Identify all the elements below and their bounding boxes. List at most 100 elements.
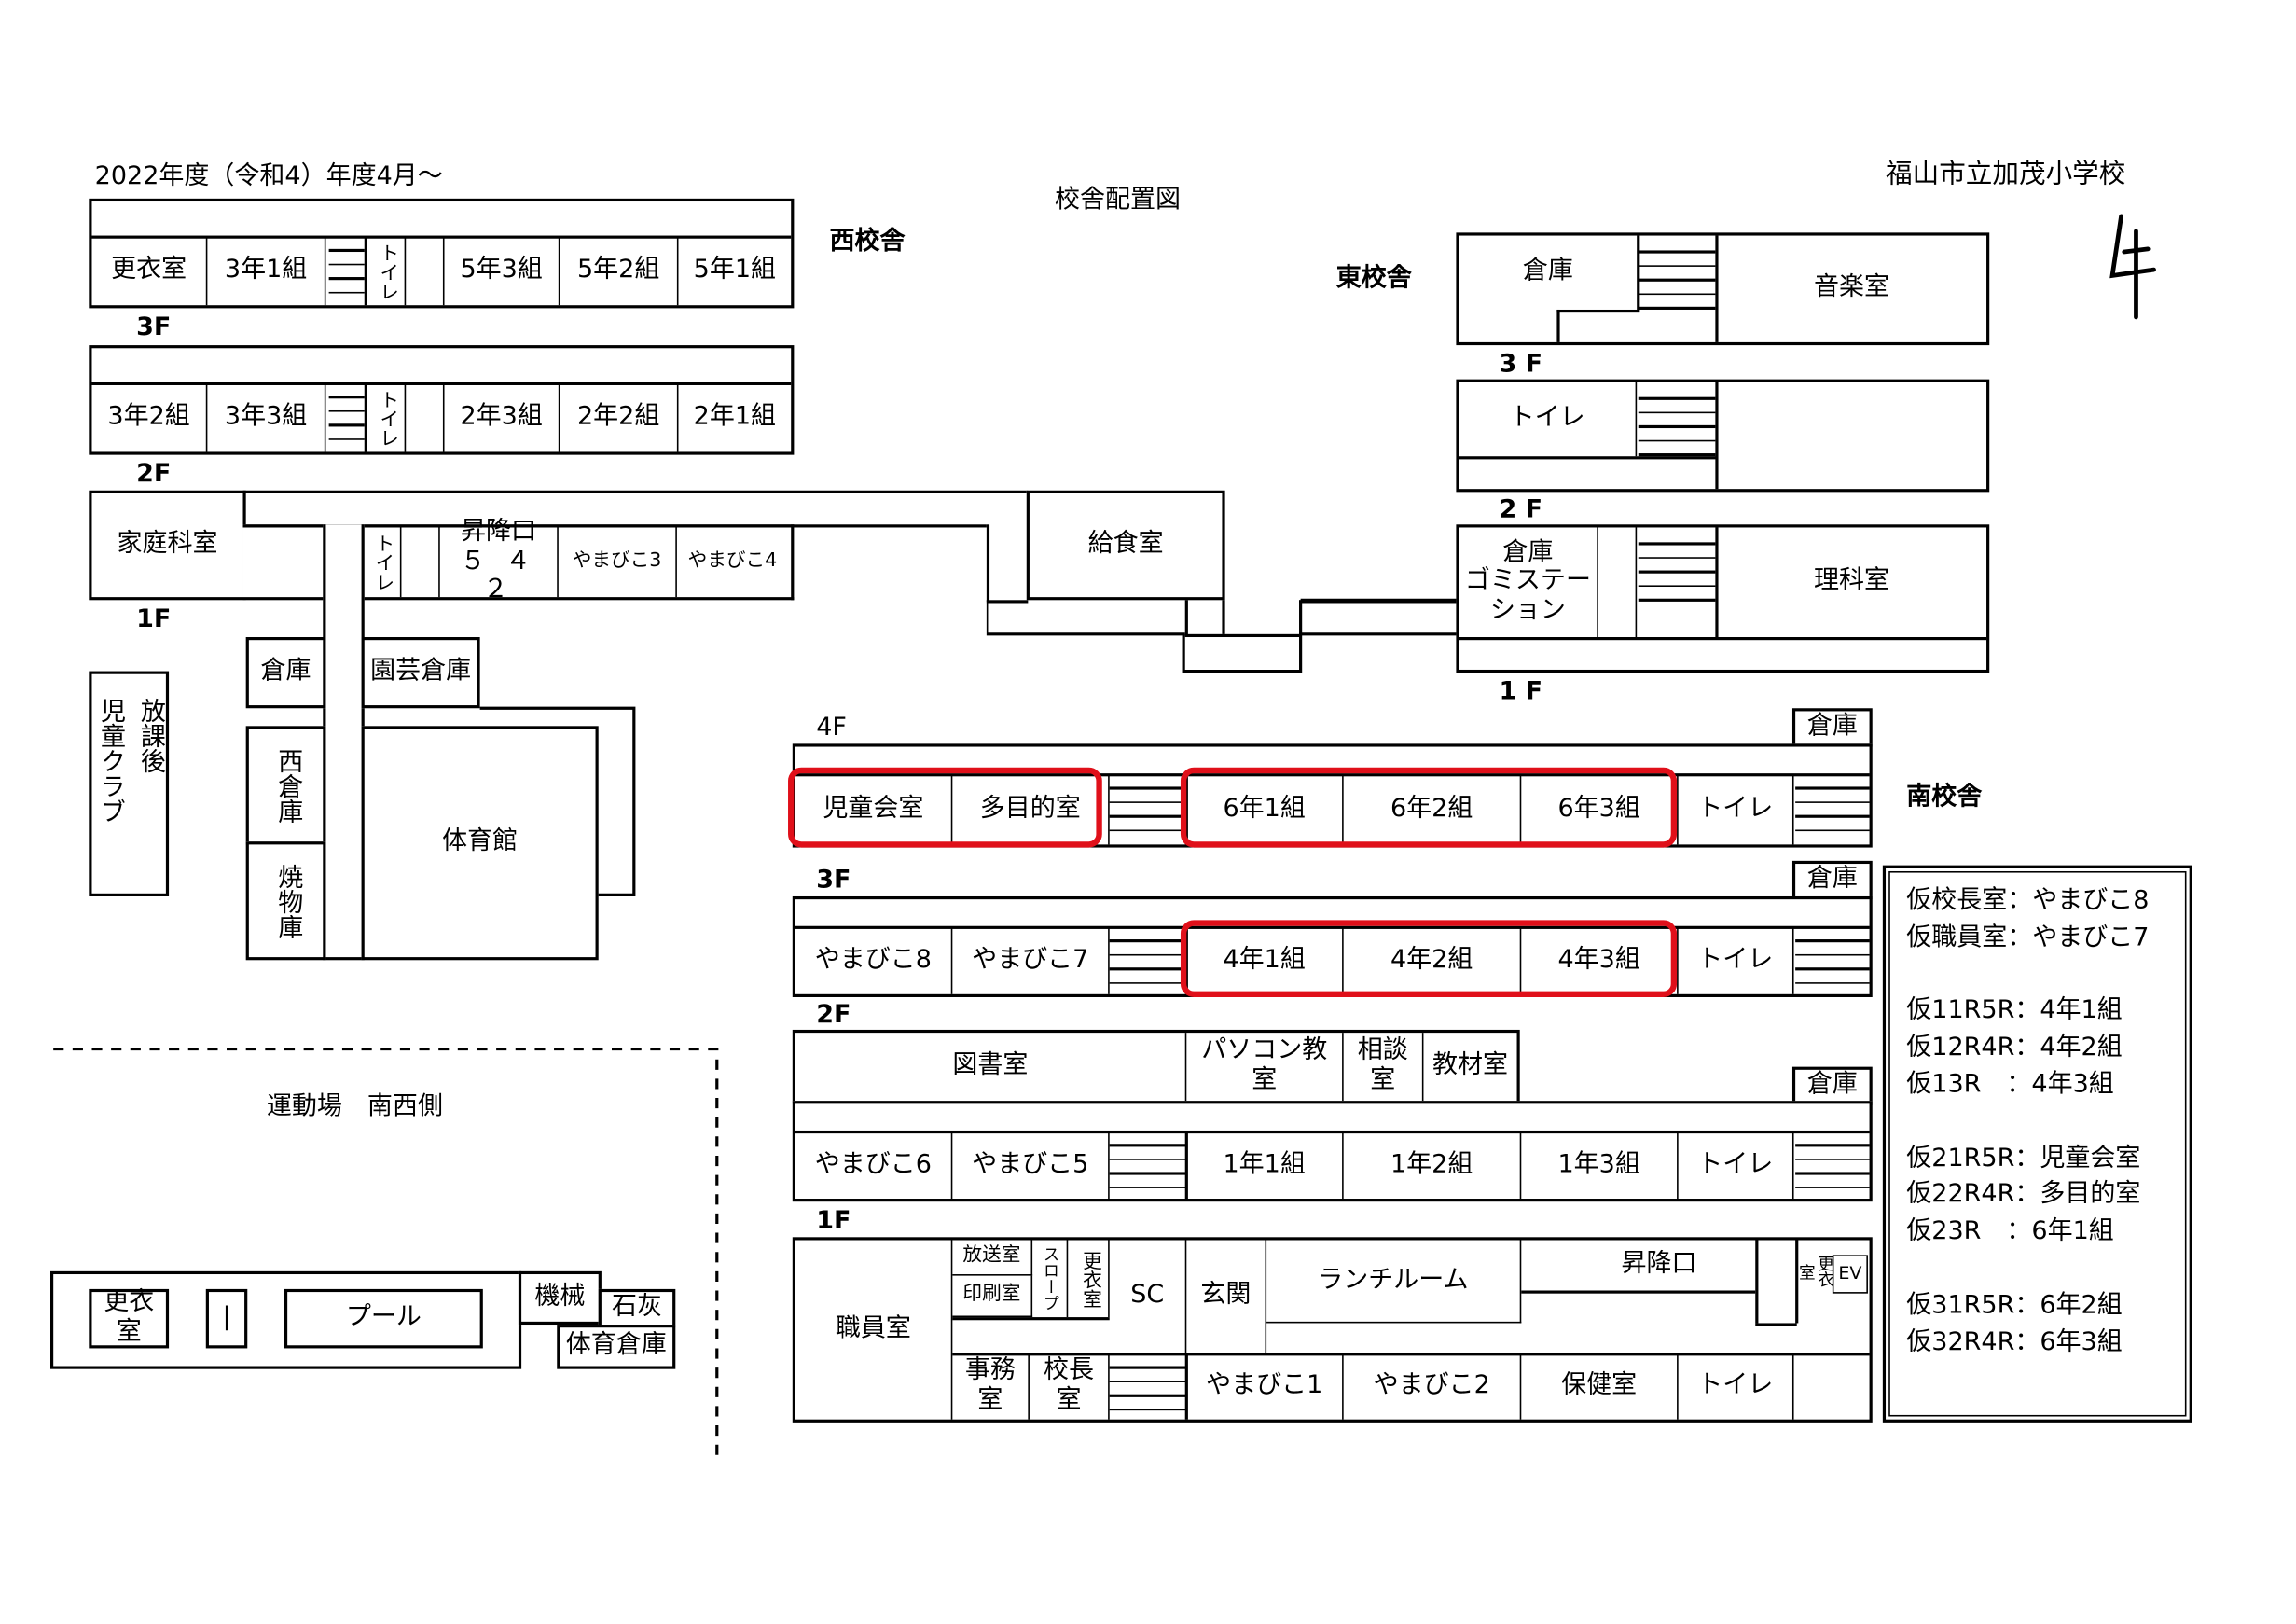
room: 教材室 [1432,1050,1508,1081]
room: トイレ [1679,1131,1794,1200]
room: 3年1組 [207,237,326,306]
room-machine: 機械 [518,1270,602,1326]
room: やまびこ5 [952,1131,1110,1200]
room: 2年3組 [445,383,560,452]
pool: プール [284,1288,483,1349]
stairs-icon [1795,1132,1870,1188]
legend-spacer [1906,1103,2149,1140]
room-after-school-club: 放課後 児童クラブ [89,671,170,896]
room-gym: 体育館 [361,726,599,961]
room: 更衣室 [1068,1240,1110,1318]
stairs-icon [1638,239,1716,310]
floor-label: 3F [136,312,172,342]
room: 1年2組 [1344,1131,1522,1200]
room: 保健室 [1521,1353,1679,1420]
corridor [323,524,365,961]
floor-label: 1F [816,1205,851,1236]
legend-spacer [1906,1251,2149,1287]
east-2f: トイレ [1456,379,1990,493]
room: 2年2組 [560,383,679,452]
room: 3年2組 [91,383,208,452]
room-lime: 石灰 [598,1288,676,1328]
room [406,383,445,452]
legend-entry: 仮職員室：やまびこ7 [1906,923,2150,953]
stairs-icon [1109,1132,1187,1188]
room: スロープ [1032,1240,1069,1318]
room-storage: 倉庫 [1791,708,1873,747]
room-elevator: EV [1832,1255,1868,1294]
stairs-icon [1795,775,1870,832]
south-building-label: 南校舎 [1906,782,1983,812]
room: やまびこ2 [1344,1353,1522,1420]
stairs-icon [1109,775,1187,832]
room: トイレ [1679,1353,1794,1420]
room-west-storage: 西倉庫 [245,726,326,845]
stairs-icon [1638,531,1716,602]
room-storage: 倉庫 [245,637,326,709]
room: トイレ [366,237,407,306]
room: 昇降口 [1621,1249,1697,1280]
room: 印刷室 [952,1275,1033,1318]
field-boundary [53,1047,719,1462]
room: 更衣室 [1796,1255,1835,1288]
room-kiln: 焼物庫 [245,841,326,961]
room: 5年3組 [445,237,560,306]
room: 多目的室 [952,774,1110,845]
pool-marker: | [205,1288,248,1349]
room: 更衣室 [91,237,208,306]
stairs-icon [328,383,365,440]
floor-label: 2F [816,1000,851,1030]
legend-entry: 仮12R4R：4年2組 [1906,1033,2123,1063]
room-principal: 校長室 [1030,1353,1110,1420]
south-3f: やまびこ8 やまびこ7 4年1組 4年2組 4年3組 トイレ [792,895,1873,997]
room-office: 事務室 [952,1353,1030,1420]
room: トイレ [1679,774,1794,845]
room-changing: 更衣室 [89,1288,170,1349]
room: 職員室 [795,1240,953,1420]
stairs-icon [328,237,365,294]
east-3f: 倉庫 音楽室 [1456,232,1990,346]
room: 6年2組 [1344,774,1522,845]
room-home-economics: 家庭科室 [89,490,246,601]
west-building-label: 西校舎 [829,227,906,257]
south-2f: やまびこ6 やまびこ5 1年1組 1年2組 1年3組 トイレ [792,1101,1873,1202]
south-4f: 児童会室 多目的室 6年1組 6年2組 6年3組 トイレ [792,743,1873,848]
room: トイレ [366,383,407,452]
room: 1年1組 [1186,1131,1344,1200]
east-building-label: 東校舎 [1335,263,1412,294]
stairs-icon [1109,927,1187,984]
legend-entry: 仮31R5R：6年2組 [1906,1290,2123,1320]
stairs-icon [1109,1354,1187,1411]
south-1f: 職員室 放送室 印刷室 スロープ 更衣室 SC 玄関 ランチルーム 昇降口 更衣… [792,1237,1873,1423]
room: 4年3組 [1521,927,1679,994]
room: 6年1組 [1186,774,1344,845]
room: やまびこ1 [1186,1353,1344,1420]
room: 4年1組 [1186,927,1344,994]
floor-label: 2 F [1499,494,1543,525]
legend-entry: 仮校長室：やまびこ8 [1906,885,2150,916]
room: 1年3組 [1521,1131,1679,1200]
field-label: 運動場 南西側 [266,1091,443,1122]
highlight-box [1180,767,1678,848]
north-arrow-icon [2109,214,2156,320]
legend-entry: 仮21R5R：児童会室 [1906,1143,2141,1173]
floor-label: 3 F [1499,349,1543,380]
room-storage: 倉庫 [1791,1066,1873,1105]
room-entrance: 昇降口 ５ ４ ２ [440,518,559,604]
room: 5年1組 [693,255,777,285]
room: 2年1組 [693,401,777,432]
room: 図書室 [795,1033,1187,1102]
room: 放送室 [952,1240,1033,1276]
legend-spacer [1906,956,2149,992]
room: トイレ [1459,382,1638,457]
room-garden-storage: 園芸倉庫 [361,637,480,709]
west-2f: 3年2組 3年3組 トイレ 2年3組 2年2組 2年1組 [89,345,795,455]
school-name: 福山市立加茂小学校 [1886,158,2126,190]
room: トイレ [362,527,402,598]
room: 玄関 [1186,1240,1267,1353]
room: 音楽室 [1813,272,1890,303]
room-storage-garbage: 倉庫 ゴミステー ション [1459,527,1598,638]
room: やまびこ3 [559,527,677,598]
corridor [479,706,636,896]
